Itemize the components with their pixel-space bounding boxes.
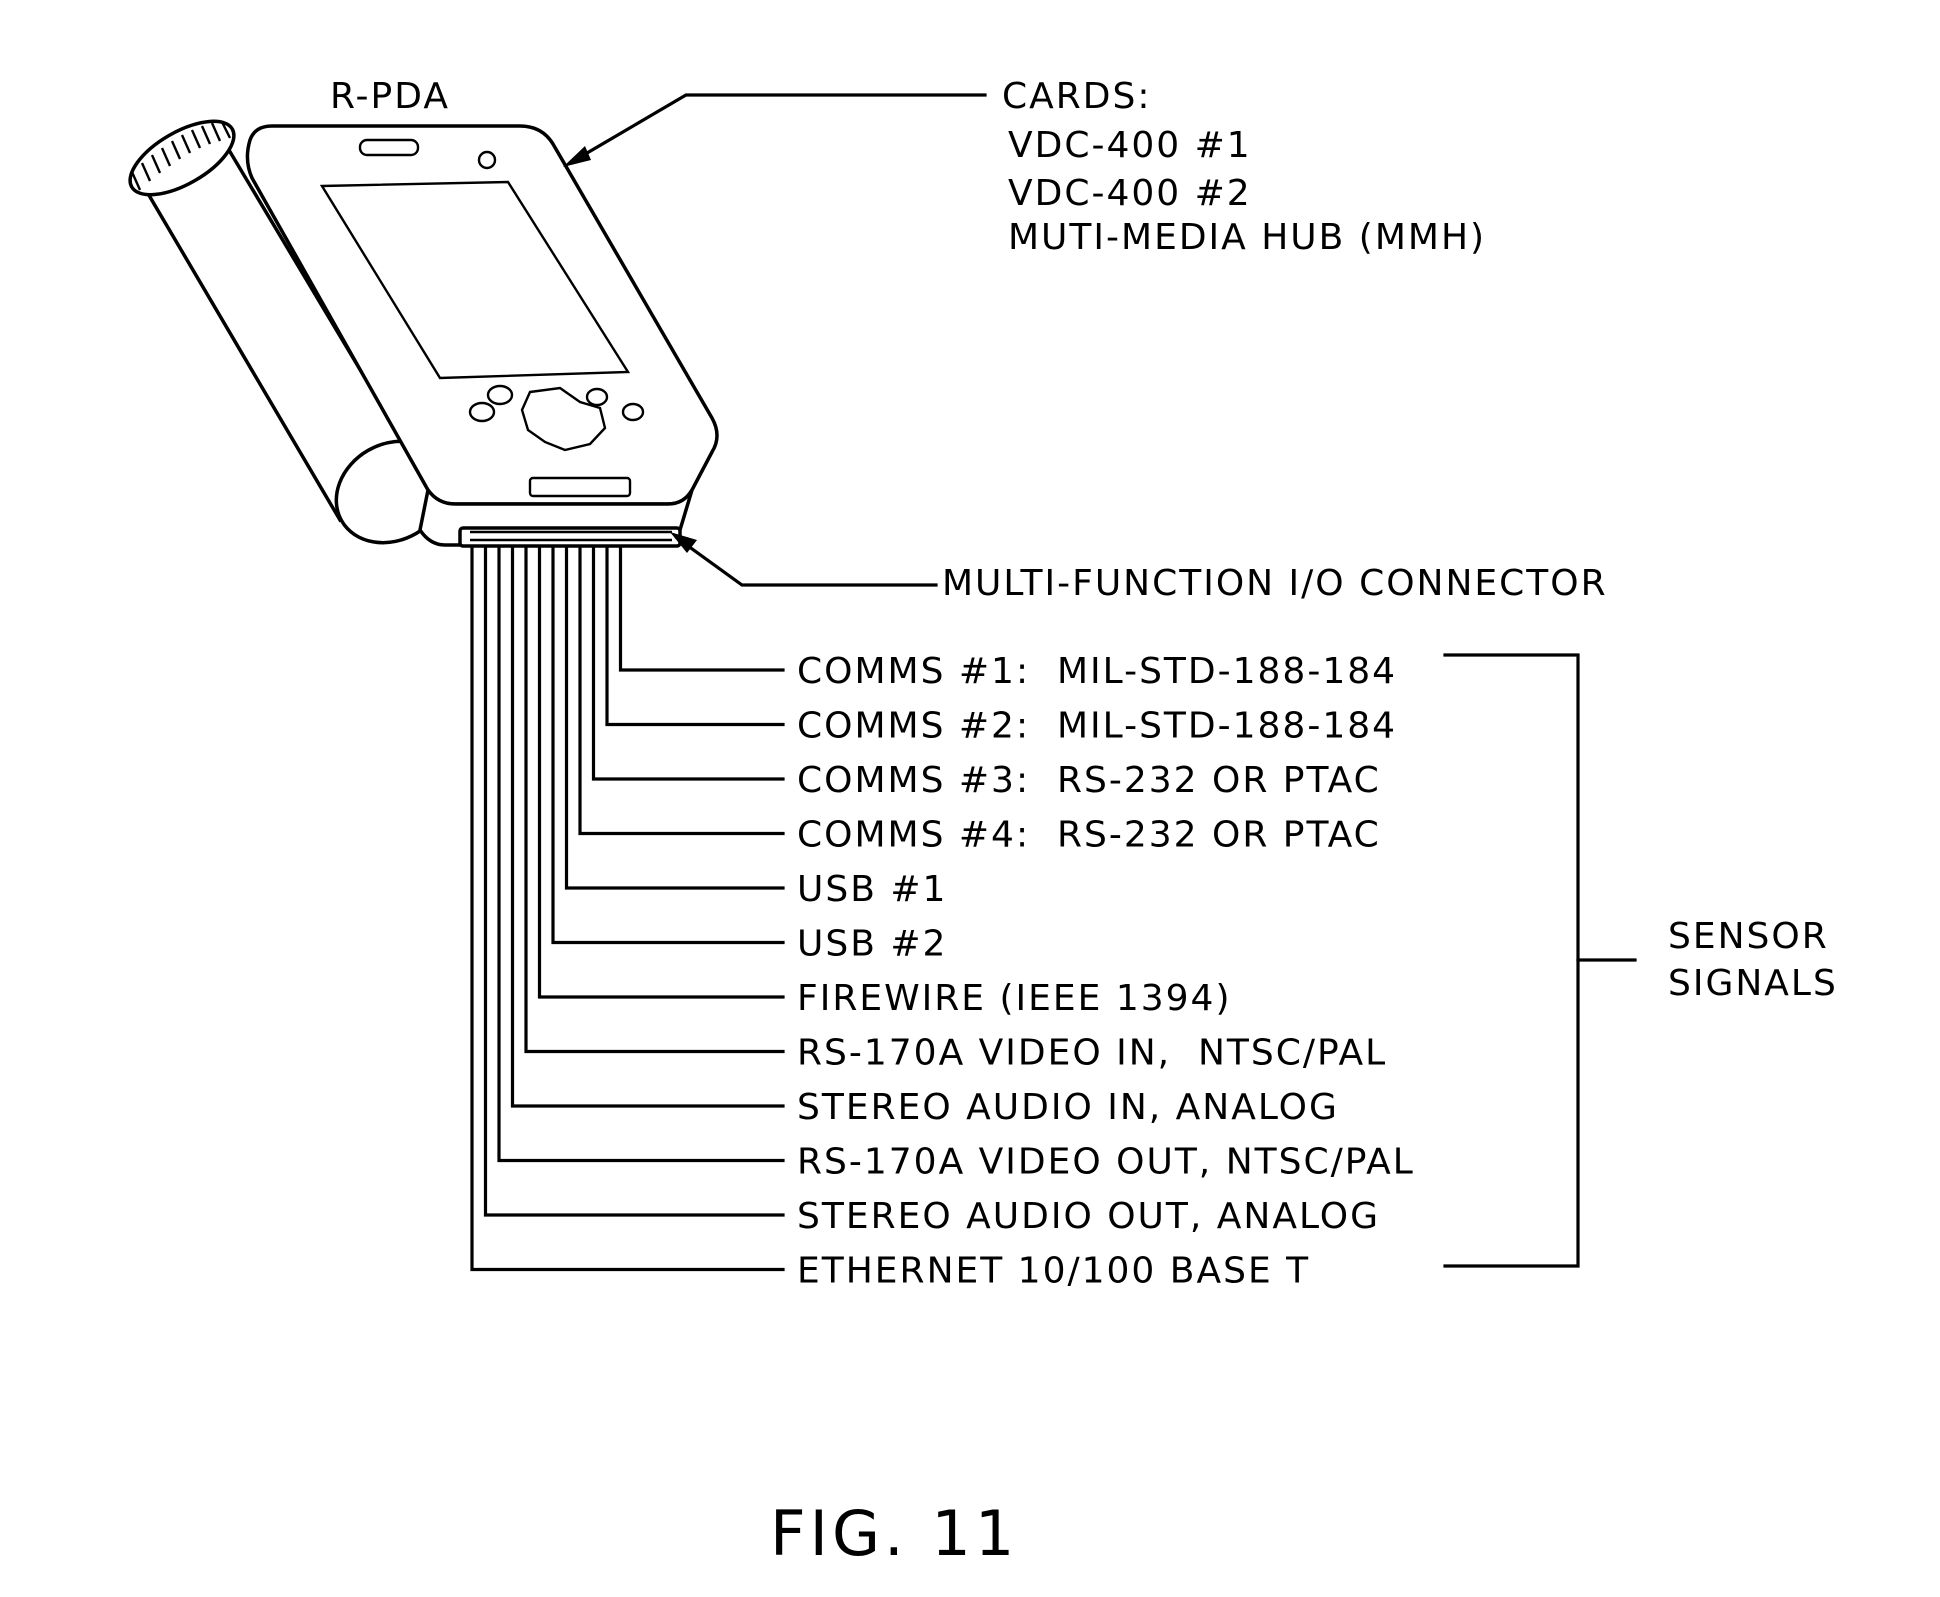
signal-label: USB #2 (797, 924, 947, 965)
signal-label: USB #1 (797, 869, 947, 910)
signal-label-list: COMMS #1: MIL-STD-188-184COMMS #2: MIL-S… (797, 651, 1415, 1292)
signal-label: RS-170A VIDEO IN, NTSC/PAL (797, 1033, 1387, 1074)
r-pda-device-illustration (119, 106, 717, 562)
signal-wire (567, 548, 784, 888)
device-name-label: R-PDA (330, 76, 450, 117)
connector-leader (670, 532, 936, 585)
signal-wire (553, 548, 783, 943)
signal-label: COMMS #1: MIL-STD-188-184 (797, 651, 1397, 692)
signal-wire (540, 548, 784, 997)
cards-arrowhead (563, 146, 591, 167)
group-label-line2: SIGNALS (1668, 963, 1838, 1004)
figure-caption: FIG. 11 (770, 1497, 1018, 1570)
signal-label: COMMS #2: MIL-STD-188-184 (797, 706, 1397, 747)
signal-label: COMMS #4: RS-232 OR PTAC (797, 815, 1381, 856)
signal-wire (607, 548, 783, 725)
signal-label: STEREO AUDIO IN, ANALOG (797, 1087, 1339, 1128)
signal-wire (486, 548, 784, 1215)
cards-heading: CARDS: (1002, 76, 1151, 117)
cards-item: MUTI-MEDIA HUB (MMH) (1008, 217, 1486, 258)
signal-label: COMMS #3: RS-232 OR PTAC (797, 760, 1381, 801)
group-label-line1: SENSOR (1668, 916, 1829, 957)
signal-wires (472, 548, 783, 1270)
cards-leader (563, 95, 985, 167)
signal-wire (526, 548, 783, 1052)
io-connector-block (460, 528, 680, 546)
cards-item: VDC-400 #1 (1008, 125, 1252, 166)
cards-list: CARDS: VDC-400 #1 VDC-400 #2 MUTI-MEDIA … (1002, 76, 1486, 258)
signal-wire (580, 548, 783, 834)
signal-label: FIREWIRE (IEEE 1394) (797, 978, 1232, 1019)
cards-item: VDC-400 #2 (1008, 173, 1252, 214)
signal-label: ETHERNET 10/100 BASE T (797, 1251, 1310, 1292)
signal-label: RS-170A VIDEO OUT, NTSC/PAL (797, 1142, 1415, 1183)
sensor-signals-bracket (1445, 655, 1635, 1266)
signal-label: STEREO AUDIO OUT, ANALOG (797, 1196, 1380, 1237)
signal-wire (499, 548, 783, 1161)
connector-label: MULTI-FUNCTION I/O CONNECTOR (942, 563, 1608, 604)
signal-wire (621, 548, 784, 670)
